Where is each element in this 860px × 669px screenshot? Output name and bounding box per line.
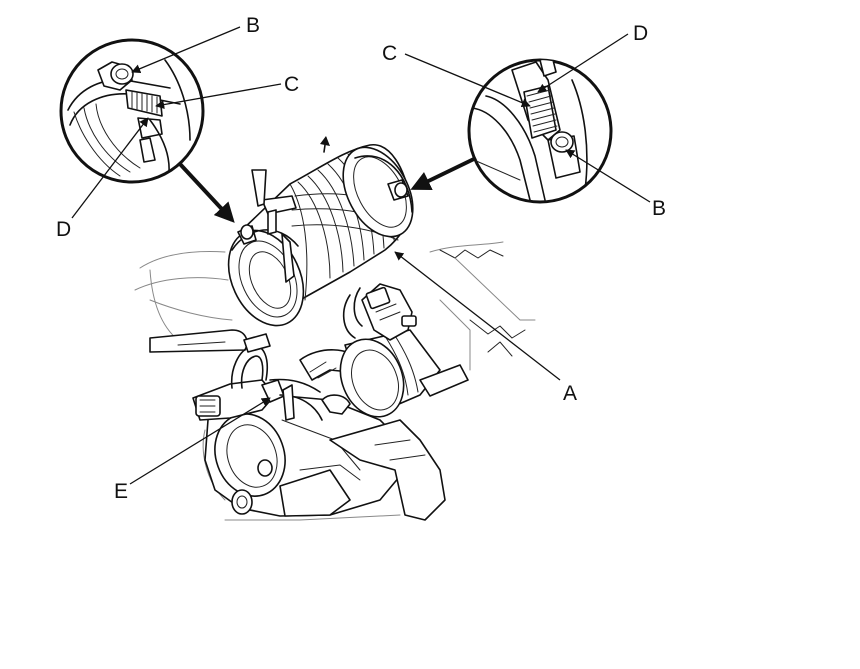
callout-b-right: B [652,197,666,220]
lower-duct [149,329,248,353]
detail-pointer-arrows [178,156,477,223]
intake-hose-a [227,136,414,327]
maf-sensor-assembly [339,283,469,418]
leader-lines [71,26,651,485]
callout-e: E [114,480,128,503]
callout-d-left: D [56,218,71,241]
left-clamp-detail [59,38,205,184]
callout-labels: B C D D C B A E [56,14,666,503]
callout-c-left: C [284,73,299,96]
right-clamp-detail [467,58,613,204]
engine-bay-background [134,241,536,521]
callout-c-right: C [382,42,397,65]
callout-d-right: D [633,22,648,45]
callout-b-left: B [246,14,260,37]
callout-a: A [563,382,577,405]
